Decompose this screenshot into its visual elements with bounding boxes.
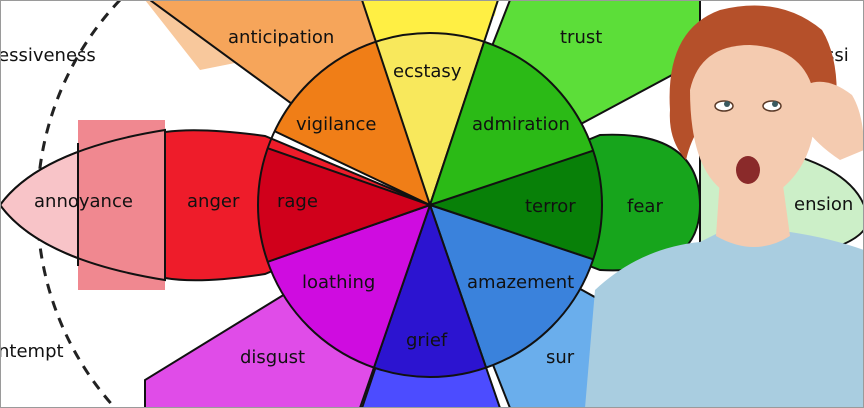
label-ecstasy: ecstasy [393,61,462,82]
core-circle-outline [257,32,603,378]
label-admiration: admiration [472,114,570,135]
woman-photo [585,5,864,408]
eye-left [714,100,734,112]
label-fear: fear [627,196,663,217]
label-rage: rage [277,191,318,212]
label-grief: grief [406,330,448,351]
label-outer-bottom-left: ntempt [0,341,64,362]
label-loathing: loathing [302,272,375,293]
face-shape [690,45,816,198]
label-trust: trust [560,27,602,48]
label-disgust: disgust [240,347,305,368]
label-apprehension: ension [794,194,853,215]
pupil-right [772,101,778,107]
label-surprise: sur [546,347,575,368]
hand-shape [795,81,864,160]
eye-right [762,100,782,112]
label-terror: terror [525,196,576,217]
label-outer-top-left: essiveness [0,45,96,66]
neck-shape [716,178,790,247]
annoyance-mid-band [78,120,165,290]
mouth-shape [736,156,760,184]
label-vigilance: vigilance [296,114,377,135]
pupil-left [724,101,730,107]
label-anticipation: anticipation [228,27,334,48]
label-amazement: amazement [467,272,574,293]
rage-sector [258,133,434,277]
label-annoyance: annoyance [34,191,133,212]
shirt-shape [585,232,864,408]
label-anger: anger [187,191,240,212]
annoyance-outline [0,128,166,282]
